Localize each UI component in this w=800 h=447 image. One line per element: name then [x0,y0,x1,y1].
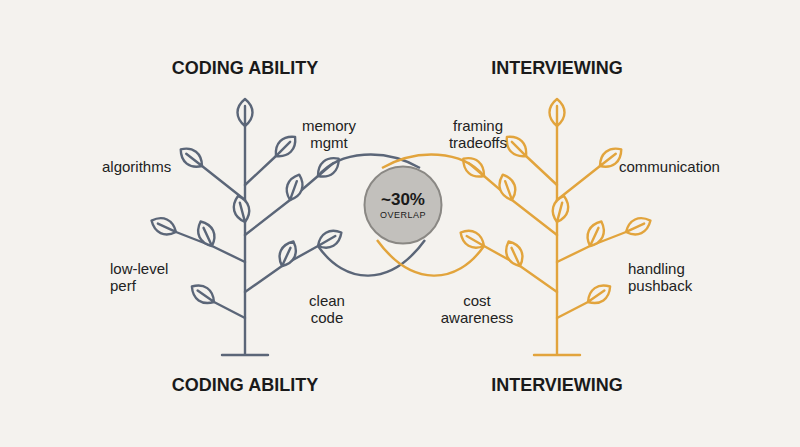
skill-label: cost awareness [434,292,520,326]
skill-label: low-level perf [110,260,182,294]
skill-label: handling pushback [628,260,710,294]
venn-curve [377,240,484,276]
skill-label: clean code [296,292,358,326]
skill-label: memory mgmt [292,117,366,151]
overlap-caption: OVERLAP [380,210,426,221]
skill-label: communication [619,158,749,175]
tree-heading: INTERVIEWING [457,58,657,78]
tree-heading: INTERVIEWING [457,375,657,395]
tree-heading: CODING ABILITY [145,58,345,78]
circle-shape [365,167,442,244]
overlap-circle: ~30%OVERLAP [363,165,443,245]
tree-heading: CODING ABILITY [145,375,345,395]
skill-label: algorithms [102,158,202,175]
skill-label: framing tradeoffs [436,117,520,151]
overlap-percent: ~30% [381,190,425,210]
